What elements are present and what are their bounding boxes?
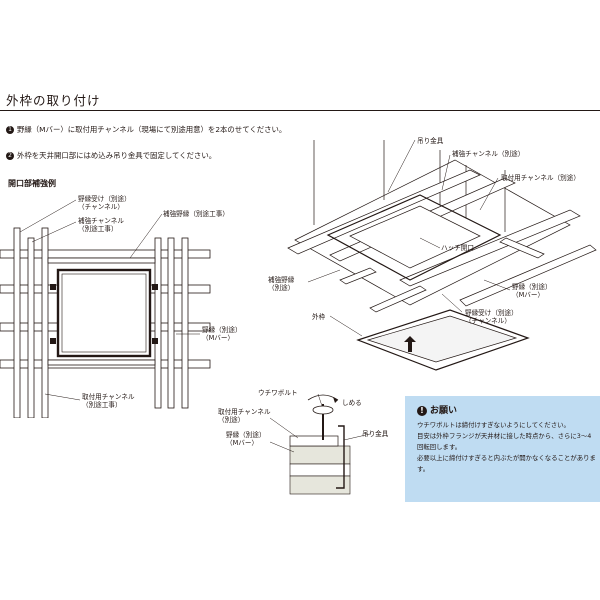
label-nobuchi: 野縁（別途） （Mバー） [202,326,242,343]
label-nobuchi-uke: 野縁受け（別途） （チャンネル） [78,195,131,212]
label-toritsuke-channel: 取付用チャンネル （別途工事） [82,393,135,410]
label-hokyo-nobuchi-right: 補強野縁 （別途） [268,276,295,293]
label-nobuchi-detail: 野縁（別途） （Mバー） [226,431,266,448]
label-tsuri-kanagu-right: 吊り金具 [417,137,444,145]
wing-bolt-icon [312,405,334,415]
label-toritsuke-channel-detail: 取付用チャンネル （別途） [218,408,271,425]
title-rule [0,110,600,111]
step-text-2: 外枠を天井開口部にはめ込み吊り金具で固定してください。 [17,151,217,160]
tsuri-kanagu [336,425,345,489]
ceiling-board [289,445,351,465]
step-number-2: 2 [6,152,14,160]
vertical-bar [13,227,21,418]
note-title: !お願い [417,403,457,416]
rotate-arrow-icon [333,397,338,403]
label-wing-bolt: ウチワボルト [258,389,298,397]
label-hatch-kaiko: ハッチ開口 [441,244,474,252]
note-body: ウチワボルトは締付けすぎないようにしてください。 目安は外枠フランジが天井材に接… [417,420,597,475]
arrow-up-icon [404,336,416,352]
exclamation-icon: ! [417,405,427,416]
step-number-1: 1 [6,126,14,134]
reinforcing-bar [47,359,156,366]
vertical-bar [27,237,35,418]
wing-bolt-detail-diagram [269,393,371,495]
vertical-bar [154,237,162,409]
reinforcing-bar [47,257,156,264]
label-shimeru: しめる [342,399,362,407]
label-sotowaku: 外枠 [312,313,326,321]
label-nobuchi-uke-right: 野縁受け（別途） （チャンネル） [465,309,518,326]
note-line-1: ウチワボルトは締付けすぎないようにしてください。 [417,421,570,429]
caution-note: !お願い ウチワボルトは締付けすぎないようにしてください。 目安は外枠フランジが… [405,396,600,502]
vertical-bar [181,237,189,409]
label-toritsuke-channel-right: 取付用チャンネル（別途） [501,174,580,182]
label-hokyo-channel: 補強チャンネル （別途工事） [78,217,124,234]
vertical-bar [167,237,175,409]
label-tsuri-kanagu-detail: 吊り金具 [362,430,389,438]
label-hokyo-nobuchi: 補強野縁（別途工事） [163,210,229,218]
label-nobuchi-right: 野縁（別途） （Mバー） [512,283,552,300]
note-line-2: 目安は外枠フランジが天井材に接した時点から、さらに3～4回転回します。 [417,432,592,451]
left-diagram-heading: 開口部補強例 [8,179,56,188]
note-line-3: 必要以上に締付けすぎると内ぶたが開かなくなることがあります。 [417,454,596,473]
section-title: 外枠の取り付け [6,93,101,108]
label-hokyo-channel-right: 補強チャンネル（別途） [452,150,525,158]
ceiling-isometric-diagram [287,139,597,371]
toritsuke-channel [289,435,339,447]
vertical-bar [41,227,49,418]
opening-reinforcement-diagram [0,199,211,418]
step-text-1: 野縁（Mバー）に取付用チャンネル（現場にて別途用意）を2本のせてください。 [17,125,287,134]
hatch-opening [56,268,152,358]
